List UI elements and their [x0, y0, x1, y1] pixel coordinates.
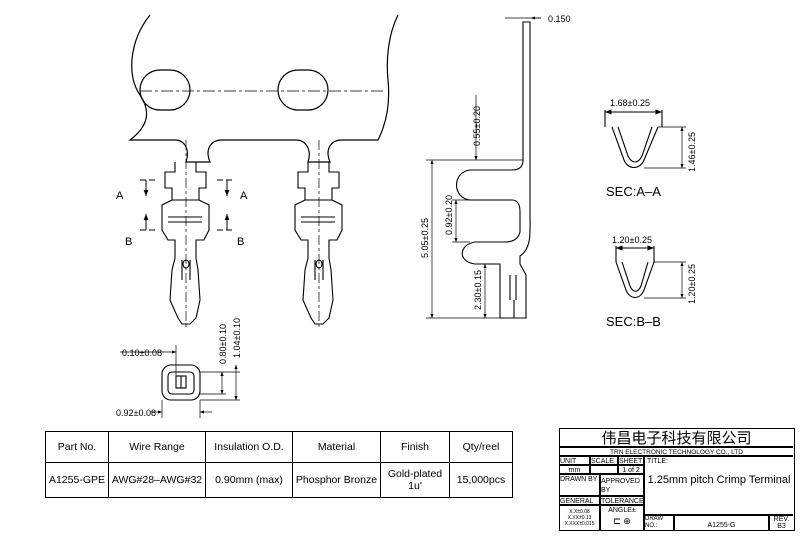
dim-height-a: 1.46±0.25 [687, 132, 697, 172]
dim-230: 2.30±0.15 [473, 270, 483, 310]
section-markers [140, 179, 233, 231]
table-row: A1255-GPE AWG#28–AWG#32 0.90mm (max) Pho… [45, 462, 513, 498]
company-name-en: TRN ELECTRONIC TECHNOLOGY CO., LTD [560, 447, 793, 456]
unit-label: UNIT [560, 456, 590, 465]
dim-010: 0.10±0.08 [122, 348, 162, 358]
sheet-label: SHEET [618, 456, 644, 465]
cell-material: Phosphor Bronze [292, 462, 381, 498]
col-qty: Qty/reel [449, 431, 513, 463]
marker-a-right: A [240, 190, 248, 202]
end-view [161, 364, 201, 401]
marker-a-left: A [116, 190, 124, 202]
col-wire-range: Wire Range [108, 431, 206, 463]
dim-thickness: 0.150 [548, 14, 571, 24]
col-insulation: Insulation O.D. [205, 431, 293, 463]
company-name-cn: 伟昌电子科技有限公司 [560, 429, 793, 447]
section-a-shape [604, 109, 686, 169]
col-part-no: Part No. [45, 431, 109, 463]
section-b-shape [615, 245, 686, 299]
tol-3: X.XXX±0.015 [564, 521, 595, 527]
tolerance-label: TOLERANCE [600, 496, 644, 505]
scale-value [590, 465, 618, 474]
terminal-left [161, 140, 210, 330]
cell-wire-range: AWG#28–AWG#32 [108, 462, 206, 498]
section-b-label: SEC:B–B [606, 314, 661, 329]
drawn-by-label: DRAWN BY [560, 474, 600, 496]
drawing-title: 1.25mm pitch Crimp Terminal [644, 465, 793, 515]
cell-insulation: 0.90mm (max) [205, 462, 293, 498]
angle-label: ANGLE± [608, 507, 636, 514]
rev-label: REV. [773, 516, 790, 523]
draw-no: A1255-G [674, 515, 769, 530]
section-a-label: SEC:A–A [606, 184, 661, 199]
dim-width-a: 1.68±0.25 [610, 98, 650, 108]
dim-width-b: 1.20±0.25 [612, 235, 652, 245]
col-finish: Finish [380, 431, 450, 463]
rev-cell: REV. B3 [769, 515, 793, 530]
title-label: TITLE: [644, 456, 793, 465]
end-view-dims [120, 345, 240, 418]
terminal-right [294, 140, 343, 330]
cell-qty: 15,000pcs [449, 462, 513, 498]
dim-505: 5.05±0.25 [420, 218, 430, 258]
projection-icon: ⊏ ⊕ [613, 516, 631, 526]
cell-finish: Gold-plated 1u' [380, 462, 450, 498]
unit-value: mm [560, 465, 590, 474]
dim-092h: 0.92±0.08 [116, 408, 156, 418]
marker-b-left: B [125, 236, 132, 248]
col-material: Material [292, 431, 381, 463]
side-view-dims [426, 16, 541, 319]
draw-no-label: DRAW NO.: [644, 515, 674, 530]
tol-1: X.X±0.08 [569, 509, 590, 515]
tol-2: X.XX±0.13 [567, 515, 592, 521]
scale-label: SCALE [590, 456, 618, 465]
sheet-value: 1 of 2 [618, 465, 644, 474]
spec-header-row: Part No. Wire Range Insulation O.D. Mate… [45, 431, 513, 463]
dim-055: 0.55±0.20 [472, 106, 482, 146]
rev-value: B3 [777, 523, 786, 530]
marker-b-right: B [237, 236, 244, 248]
dim-104: 1.04±0.10 [232, 318, 242, 358]
dim-height-b: 1.20±0.25 [687, 264, 697, 304]
side-view [455, 21, 531, 319]
general-label: GENERAL [560, 496, 600, 505]
carrier-strip [128, 14, 399, 163]
dim-080: 0.80±0.10 [218, 324, 228, 364]
title-block: 伟昌电子科技有限公司 TRN ELECTRONIC TECHNOLOGY CO.… [559, 428, 795, 531]
tolerance-values: X.X±0.08 X.XX±0.13 X.XXX±0.015 [560, 505, 600, 530]
angle-cell: ANGLE± ⊏ ⊕ [600, 505, 644, 530]
spec-table: Part No. Wire Range Insulation O.D. Mate… [45, 431, 513, 498]
cell-part-no: A1255-GPE [45, 462, 109, 498]
dim-092v: 0.92±0.20 [444, 195, 454, 235]
approved-by-label: APPROVED BY [600, 474, 644, 496]
